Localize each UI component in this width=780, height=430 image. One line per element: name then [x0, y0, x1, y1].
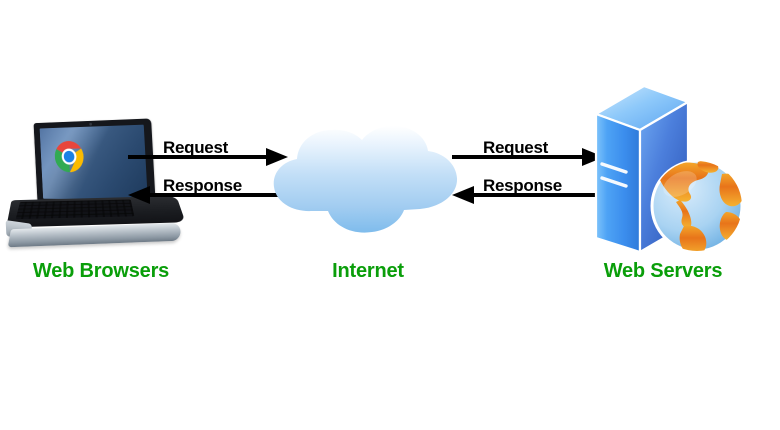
browser-internet-arrows — [128, 148, 288, 204]
web-browsers-label: Web Browsers — [32, 260, 170, 282]
web-browsers-node — [5, 118, 186, 263]
request-label-right: Request — [483, 138, 548, 157]
server-tower-icon — [594, 84, 744, 254]
laptop-webcam-icon — [88, 122, 92, 126]
cloud-icon — [273, 125, 458, 233]
request-arrow-left-segment — [128, 148, 288, 166]
request-label-left: Request — [163, 138, 228, 157]
web-servers-node — [580, 78, 750, 260]
laptop-icon — [33, 118, 156, 210]
internet-server-arrows — [452, 148, 604, 204]
server-vent-lines — [600, 162, 628, 188]
chrome-logo-icon — [57, 147, 85, 173]
laptop-screen — [39, 124, 148, 200]
laptop-keyboard-icon — [15, 199, 135, 220]
response-label-left: Response — [163, 176, 242, 195]
response-label-right: Response — [483, 176, 562, 195]
internet-label: Internet — [332, 260, 404, 282]
response-arrow-left-segment — [128, 186, 288, 204]
response-arrow-right-segment — [452, 186, 604, 204]
request-arrow-right-segment — [452, 148, 604, 166]
internet-node — [268, 118, 464, 243]
globe-icon — [650, 159, 744, 253]
web-servers-label: Web Servers — [603, 260, 723, 282]
